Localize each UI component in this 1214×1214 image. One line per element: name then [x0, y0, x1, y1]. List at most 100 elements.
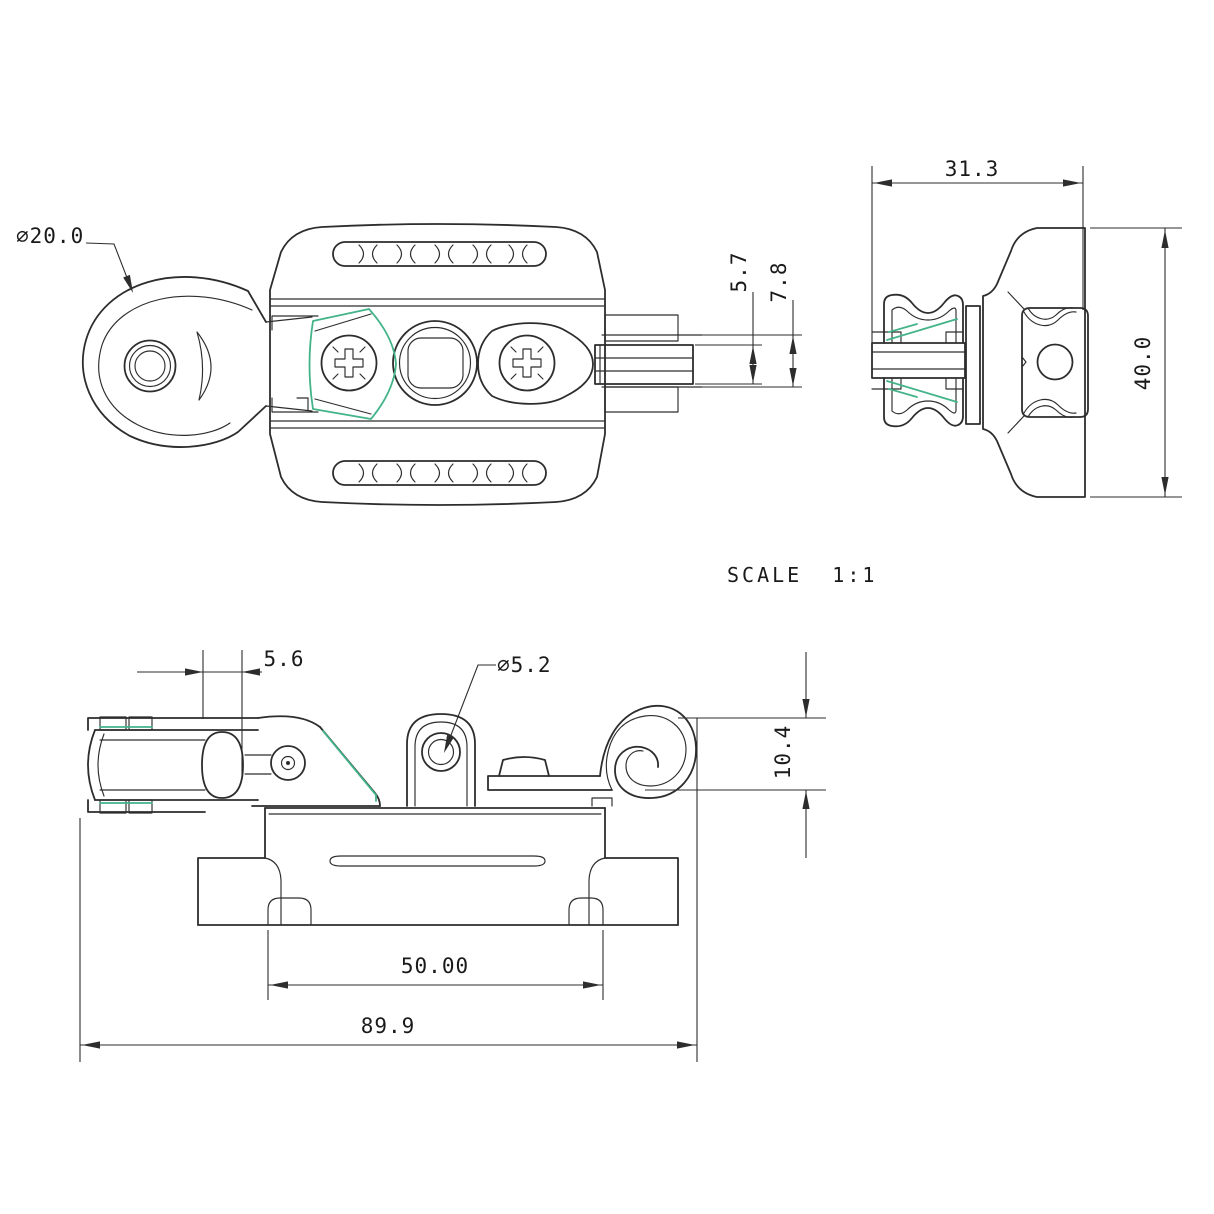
shackle-crescent-slot — [196, 331, 212, 401]
lower-flange-inner — [891, 377, 957, 415]
screw-head — [320, 334, 378, 392]
axle-inner-lines — [871, 351, 966, 370]
grip-mark — [434, 463, 454, 483]
side-plate — [965, 305, 981, 425]
clip-assembly — [487, 705, 697, 807]
base-step-under-clip — [591, 797, 613, 807]
side-view: 5.6 ⌀5.2 10.4 50.00 — [79, 647, 826, 1062]
pad-bottom-notch — [1023, 398, 1077, 418]
lug-inner — [414, 721, 468, 807]
boss-link-lines — [244, 754, 272, 775]
arrowhead — [1161, 230, 1169, 248]
clip-loop-inner — [605, 715, 687, 791]
extension-lines — [695, 334, 802, 388]
clip-tail-lines — [487, 775, 613, 791]
arrowhead — [185, 668, 203, 676]
leader-line — [85, 242, 132, 289]
arrowhead — [749, 346, 757, 364]
cylinder-end-inner — [97, 733, 105, 797]
dim-clip-height: 10.4 — [645, 652, 826, 858]
extension-lines — [871, 166, 1084, 343]
strap-outer-lines — [601, 334, 703, 388]
arrowhead — [242, 668, 260, 676]
phillips-recess — [512, 348, 542, 378]
body-side-curve-left — [264, 857, 282, 926]
base-slot — [329, 855, 546, 867]
extension-lines — [645, 717, 826, 791]
left-screw — [320, 334, 378, 392]
dim-label-40-0: 40.0 — [1131, 336, 1155, 391]
lug-outline — [406, 713, 476, 807]
shackle-hole-bore — [134, 350, 166, 382]
pivot-outer — [270, 745, 306, 781]
pad-outline — [1021, 307, 1089, 418]
bracket-outline — [982, 227, 1086, 498]
rope-exit — [594, 314, 703, 413]
dim-base-width: 50.00 — [267, 930, 604, 1000]
scale-note: SCALE 1:1 — [727, 563, 877, 587]
center-hub-outer — [392, 320, 478, 406]
arrowhead — [82, 1041, 100, 1049]
screw-head — [498, 334, 556, 392]
right-foot — [568, 897, 604, 926]
dim-shackle-diameter: ⌀20.0 — [16, 224, 133, 293]
arrowhead — [802, 791, 810, 809]
leader-arrow — [444, 734, 454, 753]
arrowhead — [1161, 477, 1169, 495]
shackle-hole-mid — [128, 344, 172, 388]
extension-lines — [1090, 227, 1182, 498]
shackle-hole-outer — [123, 339, 177, 393]
lug-hole-inner — [427, 738, 455, 766]
pulley-block — [87, 716, 272, 814]
upper-steps — [871, 331, 964, 344]
dim-pin-boss: 5.6 — [137, 647, 303, 779]
cylinder-inner-lines — [99, 739, 206, 791]
cam-teeth-upper — [886, 318, 958, 341]
top-slot — [332, 241, 547, 267]
grip-mark — [508, 463, 528, 483]
right-screw — [477, 322, 594, 405]
leader-line — [445, 664, 496, 749]
leader-arrow — [123, 274, 133, 293]
arrowhead — [583, 981, 601, 989]
body-outline — [269, 223, 606, 506]
extension-lines — [267, 930, 604, 1000]
bottom-slot-grip-marks — [358, 463, 528, 483]
grip-mark — [358, 244, 378, 264]
neck-bottom-edge — [265, 405, 313, 412]
strap-plate-bottom-1 — [99, 799, 127, 814]
cam-plate-highlight — [308, 308, 397, 420]
strap-plate-top-1 — [99, 716, 127, 731]
dim-lug-hole: ⌀5.2 — [444, 653, 551, 753]
fork-bottom-edge — [87, 799, 206, 813]
grip-mark — [396, 244, 416, 264]
lower-steps — [871, 377, 964, 390]
strap — [594, 344, 694, 385]
dim-end-width: 31.3 — [871, 157, 1084, 343]
extension-lines — [79, 718, 698, 1062]
cleat-body — [269, 223, 703, 506]
upper-flange — [883, 293, 964, 344]
strap-inner-lines — [594, 357, 694, 372]
upper-flange-inner — [891, 306, 957, 344]
neck-step-top — [271, 315, 319, 331]
pivot-inner — [280, 755, 296, 771]
center-square-bore — [407, 337, 464, 389]
upper-step-block — [604, 314, 679, 342]
neck-step-bottom — [271, 397, 319, 413]
shackle — [82, 276, 319, 448]
body-side-curve-right — [588, 857, 606, 926]
dim-label-89-9: 89.9 — [361, 1014, 416, 1038]
grip-mark — [358, 463, 378, 483]
arm-top-edge — [257, 715, 321, 728]
pin-boss — [201, 731, 244, 799]
pivot-arm — [251, 715, 381, 807]
shackle-outline — [82, 276, 267, 448]
strap-end-ticks — [599, 344, 606, 385]
dim-label-5-7: 5.7 — [727, 252, 751, 293]
end-view: 31.3 40.0 — [871, 157, 1182, 498]
dim-label-50-00: 50.00 — [401, 954, 469, 978]
pivot-center — [286, 761, 290, 765]
